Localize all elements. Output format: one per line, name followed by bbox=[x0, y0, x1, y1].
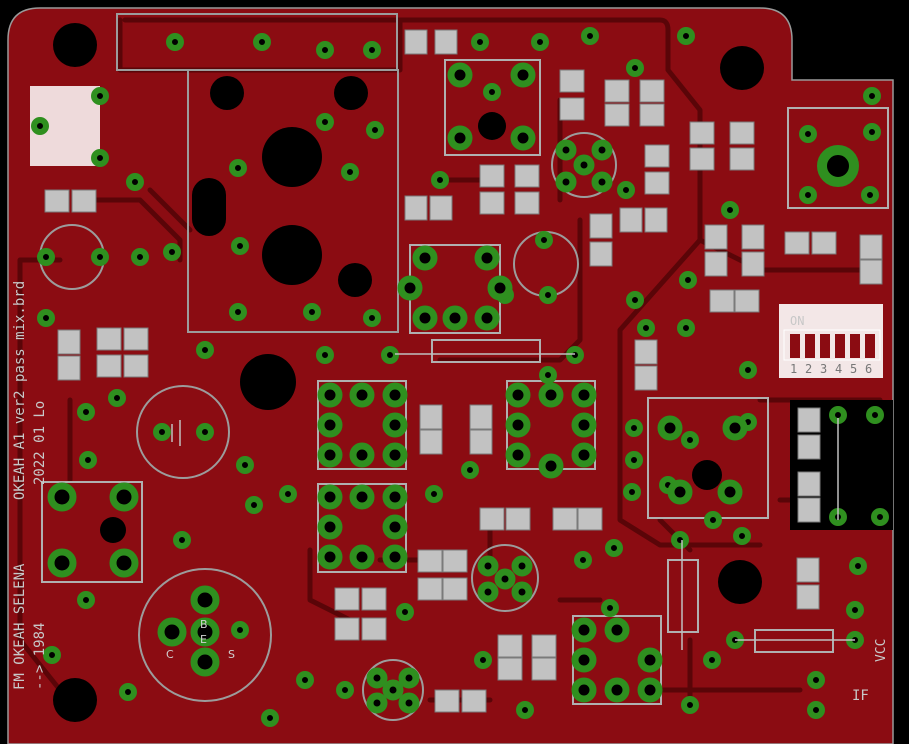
dip-number: 4 bbox=[835, 362, 842, 376]
dip-number: 2 bbox=[805, 362, 812, 376]
vcc-label: VCC bbox=[874, 639, 889, 662]
transistor-pin-labels: C B E S bbox=[166, 618, 235, 661]
dip-switch-numbers: 1 2 3 4 5 6 bbox=[790, 362, 872, 376]
board-date: 2022 01 Lo bbox=[32, 401, 48, 485]
pin-label-c: C bbox=[166, 648, 174, 661]
component-pads bbox=[47, 62, 859, 714]
dip-number: 3 bbox=[820, 362, 827, 376]
if-label: IF bbox=[852, 688, 869, 704]
dip-switch: ON 1 2 3 4 5 6 bbox=[783, 314, 881, 376]
component-details bbox=[171, 353, 855, 650]
pin-label-s: S bbox=[228, 648, 235, 661]
dip-switch-on-label: ON bbox=[790, 314, 804, 328]
board-filename: OKEAH A1 ver2 pass mix.brd bbox=[12, 281, 28, 500]
board-title-text: OKEAH A1 ver2 pass mix.brd 2022 01 Lo FM… bbox=[12, 281, 48, 690]
dip-number: 6 bbox=[865, 362, 872, 376]
board-product-name: FM OKEAH SELENA bbox=[12, 563, 28, 690]
smd-pads bbox=[44, 29, 883, 713]
component-holes bbox=[100, 112, 722, 543]
through-hole-pads bbox=[31, 27, 889, 727]
board-year: --> 1984 bbox=[32, 623, 48, 690]
dip-number: 1 bbox=[790, 362, 797, 376]
pin-label-e: E bbox=[200, 633, 207, 646]
pin-label-b: B bbox=[200, 618, 208, 631]
dip-number: 5 bbox=[850, 362, 857, 376]
mounting-holes bbox=[53, 23, 764, 722]
